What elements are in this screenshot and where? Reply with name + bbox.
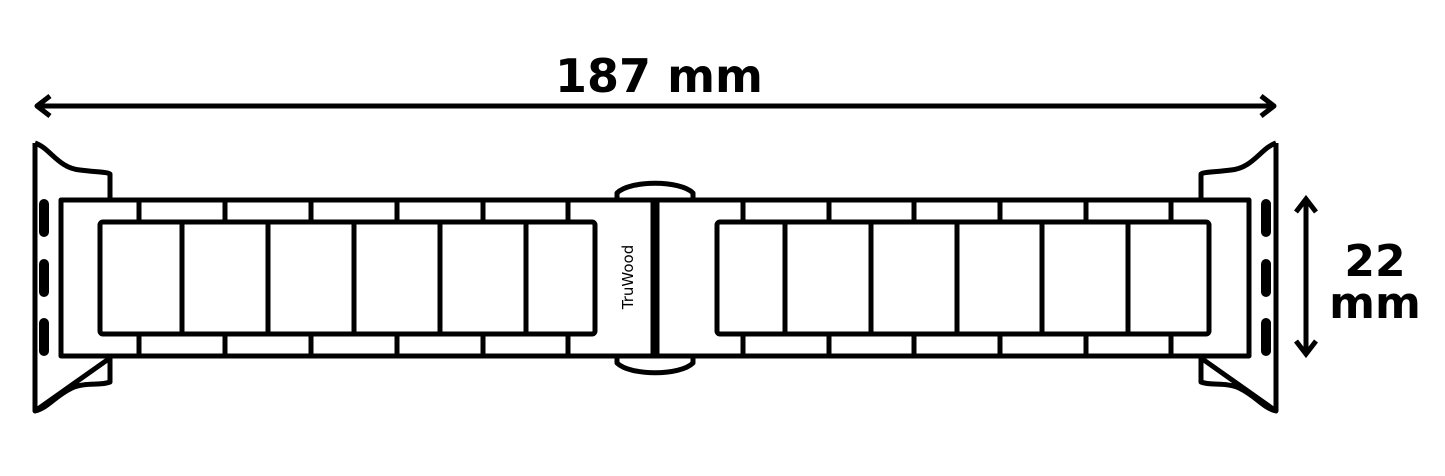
right-lug (1198, 140, 1279, 414)
width-value: 22 (1344, 236, 1405, 287)
left-lug (32, 140, 113, 414)
width-arrow (1294, 194, 1318, 359)
length-label: 187 mm (555, 49, 763, 103)
width-unit: mm (1329, 278, 1421, 329)
clasp-cap-top (614, 180, 696, 200)
right-links-panel (714, 219, 1212, 337)
link-dividers (136, 200, 1174, 356)
left-links-panel (97, 219, 598, 337)
length-arrow (34, 94, 1277, 118)
brand-logo-text: TruWood (619, 245, 637, 310)
clasp-cap-bottom (614, 356, 696, 376)
lug-slots (39, 199, 1271, 356)
